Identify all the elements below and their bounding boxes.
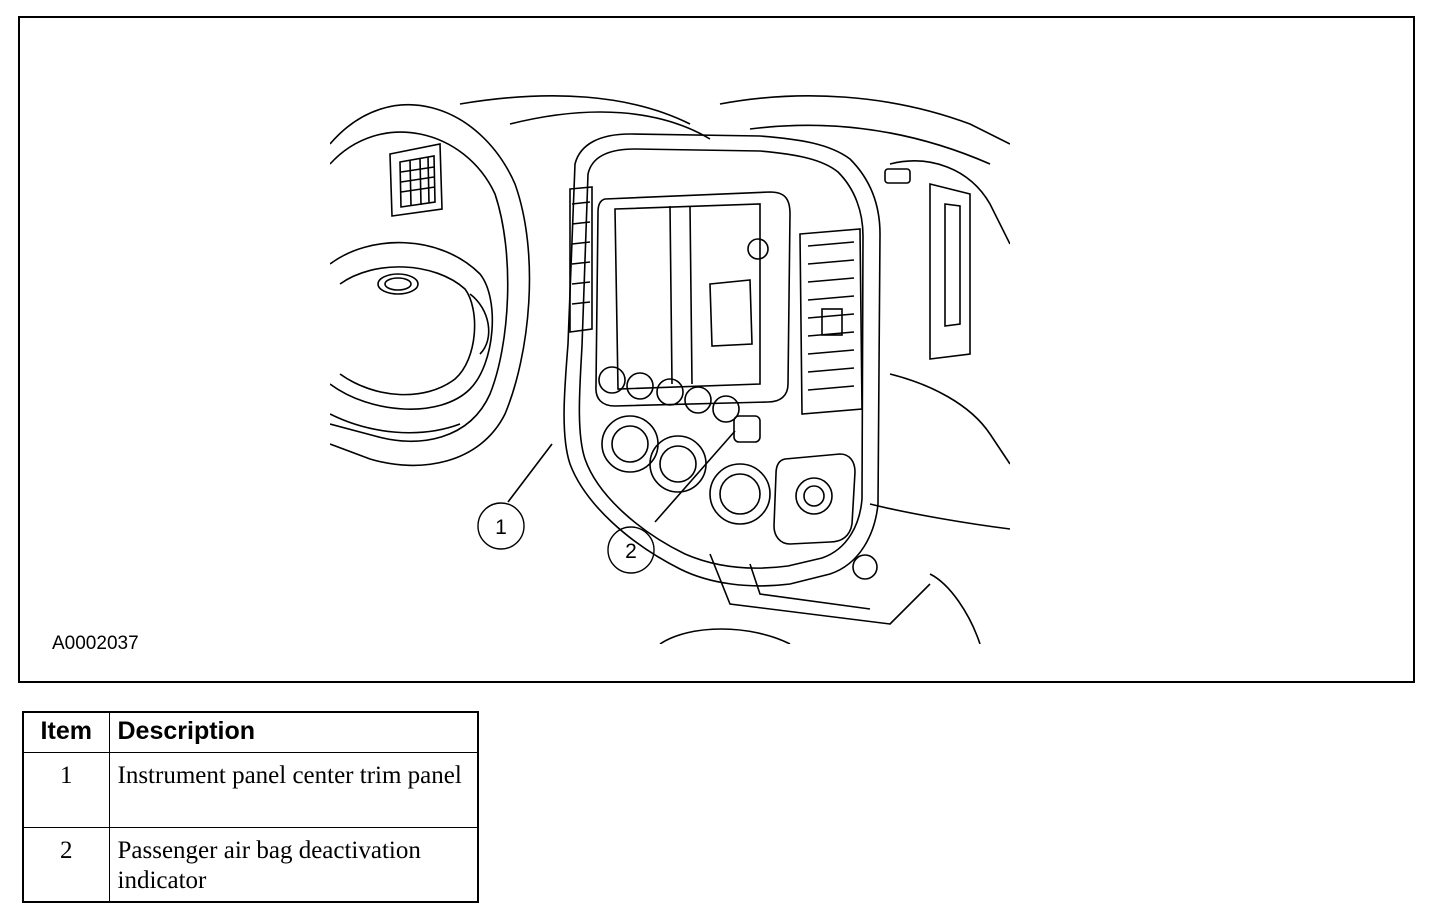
callout-2: 2 [607,526,655,574]
center-trim-panel [563,133,881,587]
instrument-panel-drawing: 1 2 [330,95,1010,644]
left-air-vent [389,143,443,217]
item-number: 1 [22,751,110,828]
figure-frame: 1 2 A0002037 [18,16,1415,683]
callout-2-label: 2 [625,540,637,563]
table-row: 1 Instrument panel center trim panel [22,751,479,828]
item-number: 2 [22,826,110,903]
callout-2-leader [654,430,736,523]
item-description: Instrument panel center trim panel [108,751,479,828]
table-row: 2 Passenger air bag deactivation indicat… [22,826,479,903]
callout-1: 1 [477,502,525,550]
callout-1-label: 1 [495,516,507,539]
item-description: Passenger air bag deactivation indicator [108,826,479,903]
item-header: Item [22,711,110,753]
steering-wheel [330,104,531,467]
figure-id: A0002037 [52,633,139,654]
legend-table: Item Description 1 Instrument panel cent… [22,711,479,903]
legend-header-row: Item Description [22,711,479,753]
callout-1-leader [507,443,553,503]
description-header: Description [108,711,479,753]
airbag-indicator [733,415,761,443]
